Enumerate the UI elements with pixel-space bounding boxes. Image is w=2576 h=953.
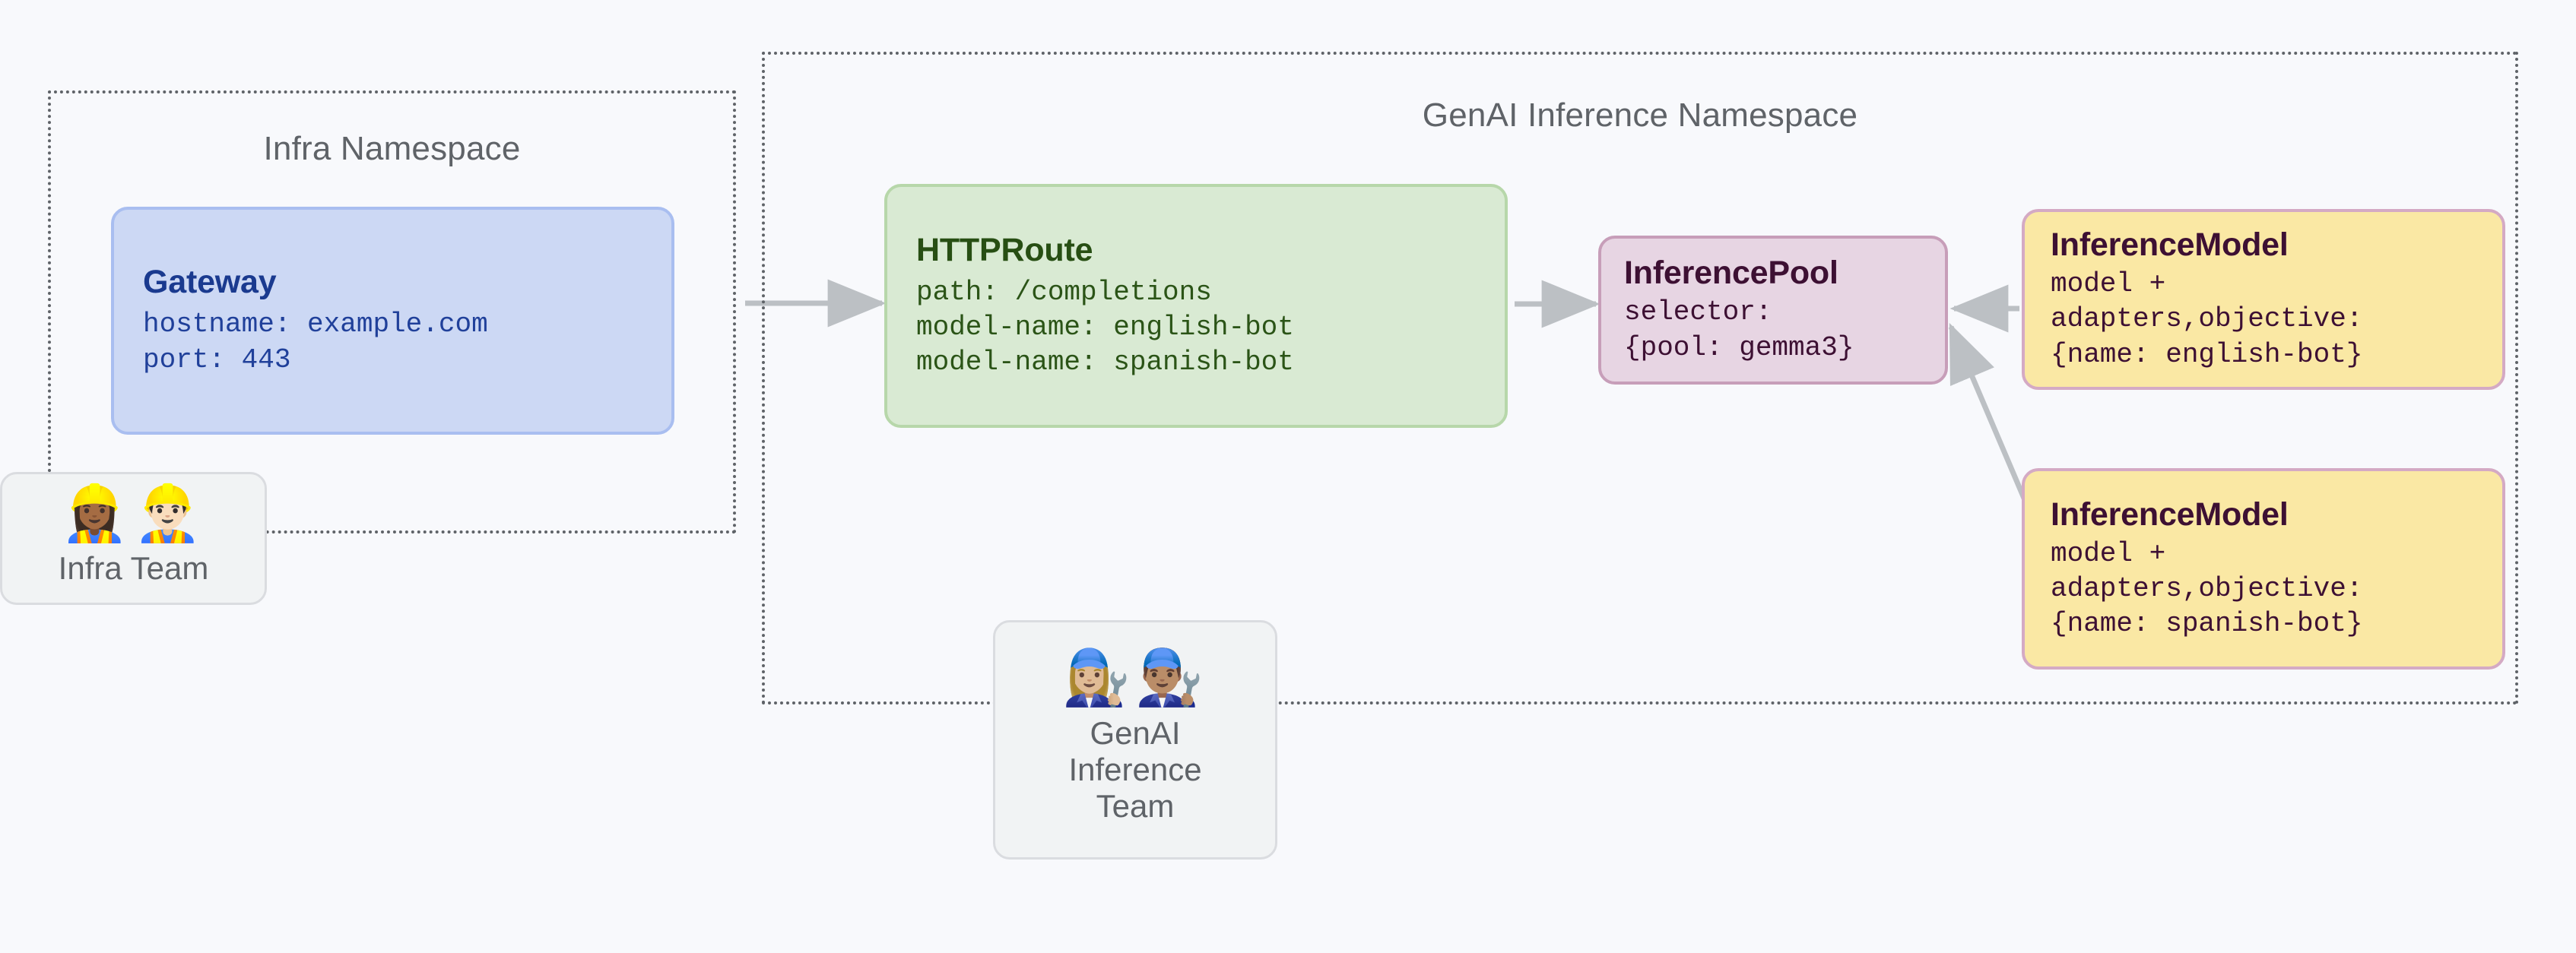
node-inferencemodel-english-line-adapters: adapters,objective: [2051,303,2363,335]
node-httproute-line-model-english: model-name: english-bot [916,311,1294,343]
node-httproute[interactable]: HTTPRoute path: /completions model-name:… [884,184,1508,428]
node-inferencemodel-spanish-title: InferenceModel [2051,495,2289,533]
node-inferencemodel-english-line-name: {name: english-bot} [2051,338,2363,370]
node-inferencemodel-english[interactable]: InferenceModel model + adapters,objectiv… [2022,209,2505,390]
node-inferencepool-line-selector: selector: [1624,296,1772,328]
node-gateway[interactable]: Gateway hostname: example.com port: 443 [111,207,674,435]
node-httproute-title: HTTPRoute [916,231,1093,268]
team-infra[interactable]: 👷🏾‍♀️👷🏻‍♂️ Infra Team [0,472,267,605]
node-inferencemodel-spanish-line-adapters: adapters,objective: [2051,572,2363,604]
namespace-genai-title: GenAI Inference Namespace [1422,97,1858,134]
namespace-infra-title: Infra Namespace [263,130,521,167]
node-httproute-line-path: path: /completions [916,276,1212,308]
node-inferencepool[interactable]: InferencePool selector: {pool: gemma3} [1598,236,1948,385]
node-inferencepool-title: InferencePool [1624,255,1838,292]
node-httproute-line-model-spanish: model-name: spanish-bot [916,347,1294,378]
node-gateway-title: Gateway [143,264,277,301]
namespace-genai: GenAI Inference Namespace [762,52,2518,704]
node-inferencemodel-spanish[interactable]: InferenceModel model + adapters,objectiv… [2022,468,2505,670]
team-genai-label: GenAI Inference Team [1068,714,1202,825]
node-gateway-line-port: port: 443 [143,344,291,375]
node-inferencemodel-english-line-model: model + [2051,268,2166,300]
namespace-infra: Infra Namespace [48,90,736,533]
mechanics-icon: 👩🏼‍🔧👨🏽‍🔧 [1062,647,1208,709]
node-gateway-line-hostname: hostname: example.com [143,309,488,340]
node-inferencemodel-english-title: InferenceModel [2051,226,2289,264]
node-inferencemodel-spanish-line-model: model + [2051,537,2166,569]
construction-workers-icon: 👷🏾‍♀️👷🏻‍♂️ [60,483,207,544]
team-infra-label: Infra Team [58,550,209,587]
node-inferencemodel-spanish-line-name: {name: spanish-bot} [2051,608,2363,640]
team-genai[interactable]: 👩🏼‍🔧👨🏽‍🔧 GenAI Inference Team [993,620,1277,860]
node-inferencepool-line-pool: {pool: gemma3} [1624,331,1854,363]
